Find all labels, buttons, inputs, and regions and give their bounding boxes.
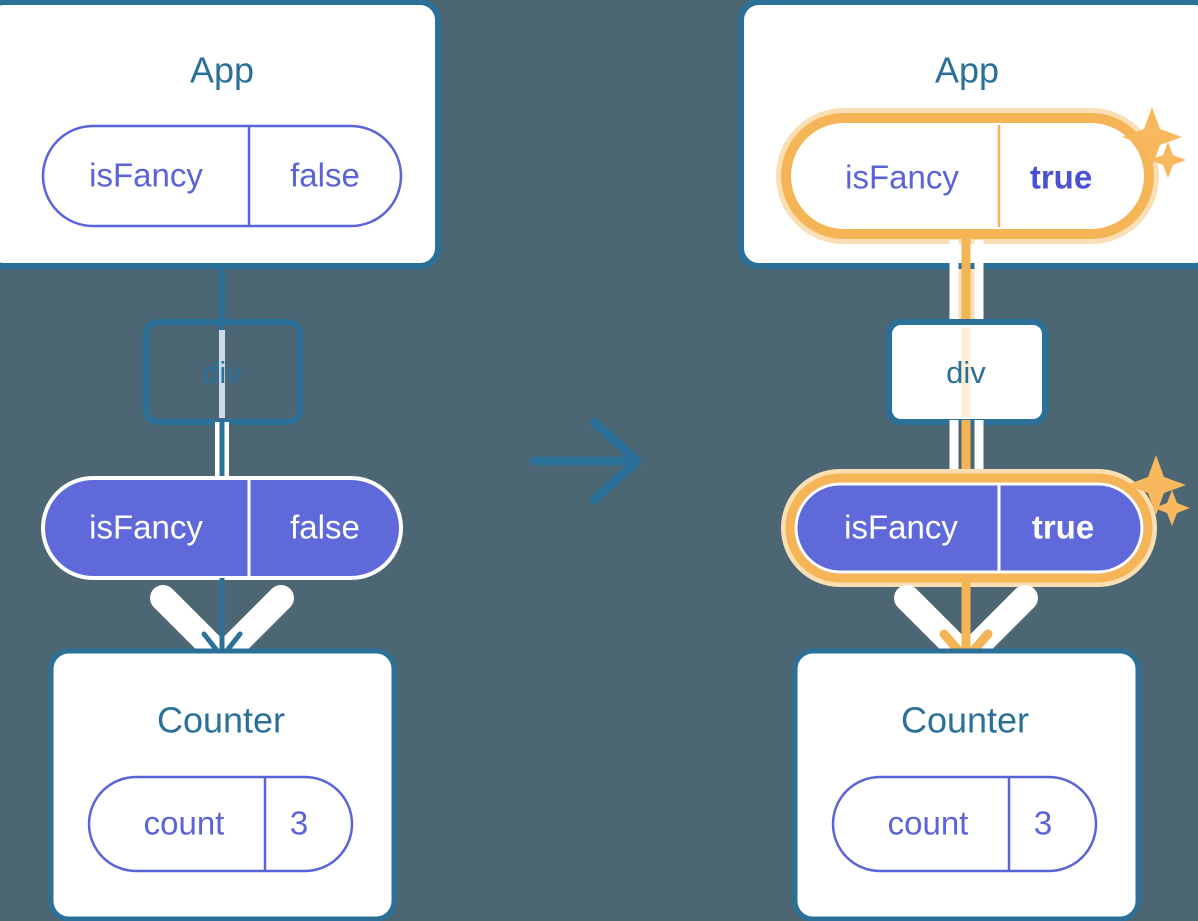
sparkle-large-icon-prop <box>1126 455 1186 515</box>
counter-state-value-after: 3 <box>1034 805 1052 842</box>
counter-state-name-after: count <box>888 805 969 842</box>
counter-card-title-after: Counter <box>901 700 1029 741</box>
arrow-right-icon-head <box>589 417 642 505</box>
div-card-label-after: div <box>946 355 986 390</box>
app-state-name-after: isFancy <box>845 159 959 196</box>
app-state-value-after: true <box>1030 159 1092 196</box>
app-card-title-after: App <box>935 50 999 91</box>
sparkle-large-icon-app <box>1122 107 1182 167</box>
app-card-title-before: App <box>190 50 254 91</box>
counter-state-value-before: 3 <box>290 805 308 842</box>
sparkle-small-icon-app <box>1150 142 1186 178</box>
counter-card-title-before: Counter <box>157 700 285 741</box>
app-state-pill-after <box>781 113 1154 239</box>
prop-name-after: isFancy <box>844 509 958 546</box>
app-state-name-before: isFancy <box>89 157 203 194</box>
app-state-pill-before <box>41 124 403 228</box>
panel-after: App isFancy true div <box>738 0 1198 921</box>
counter-state-pill-after <box>831 775 1098 873</box>
transition-arrow-group <box>529 417 642 505</box>
prop-value-after: true <box>1032 509 1094 546</box>
counter-state-pill-before <box>87 775 354 873</box>
panel-before: App isFancy false div isFancy false <box>0 0 441 921</box>
app-state-value-before: false <box>290 157 360 194</box>
prop-pill-after <box>794 482 1144 574</box>
prop-name-before: isFancy <box>89 509 203 546</box>
div-card-label-before: div <box>202 355 242 390</box>
prop-value-before: false <box>290 509 360 546</box>
counter-state-name-before: count <box>144 805 225 842</box>
sparkle-small-icon-prop <box>1154 490 1190 526</box>
